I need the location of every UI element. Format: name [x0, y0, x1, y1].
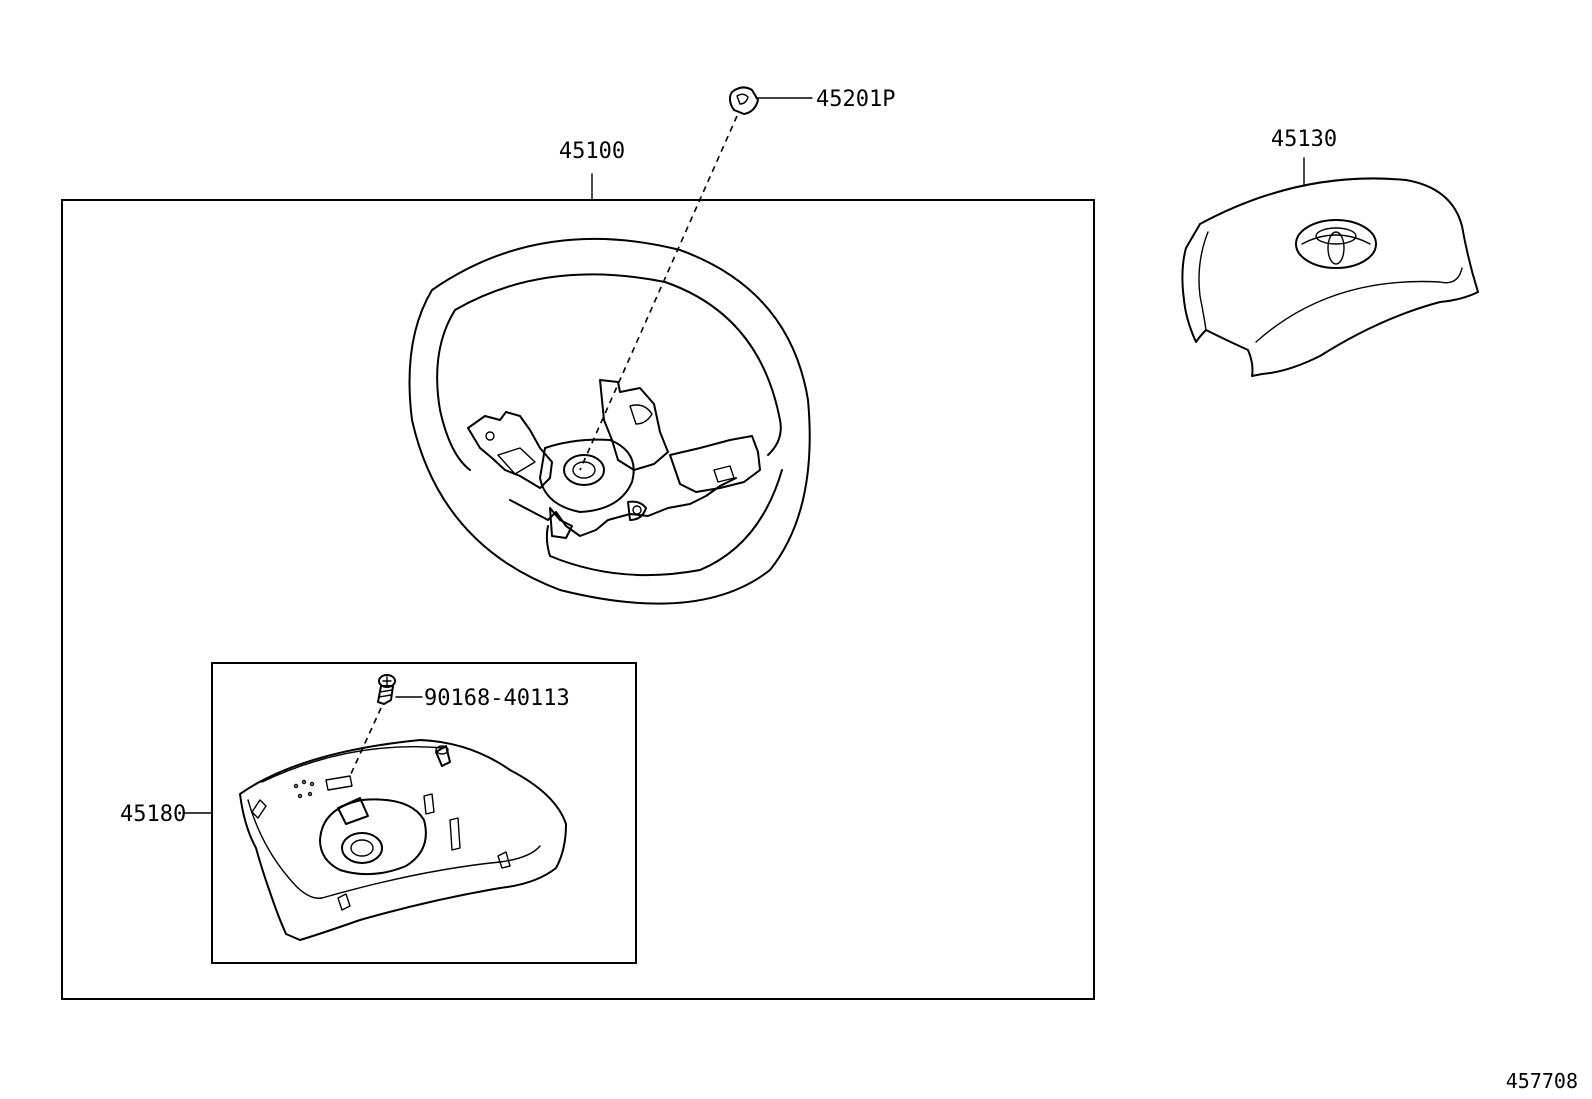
screw-label[interactable]: 90168-40113	[424, 686, 570, 711]
steering-wheel-icon	[408, 237, 811, 605]
steering-wheel-assy-label[interactable]: 45100	[559, 139, 625, 164]
nut-dashed-leader	[579, 115, 738, 471]
cover-icon	[239, 739, 567, 941]
illustration-number: 457708	[1506, 1069, 1578, 1093]
nut-icon	[728, 86, 759, 115]
cover-label[interactable]: 45180	[120, 802, 186, 827]
steering-wheel-assy-frame	[61, 199, 1095, 1000]
nut-label[interactable]: 45201P	[816, 87, 895, 112]
screw-dashed-leader	[349, 707, 382, 777]
horn-pad-label[interactable]: 45130	[1271, 127, 1337, 152]
screw-icon	[377, 674, 396, 705]
horn-pad-icon	[1181, 177, 1479, 377]
